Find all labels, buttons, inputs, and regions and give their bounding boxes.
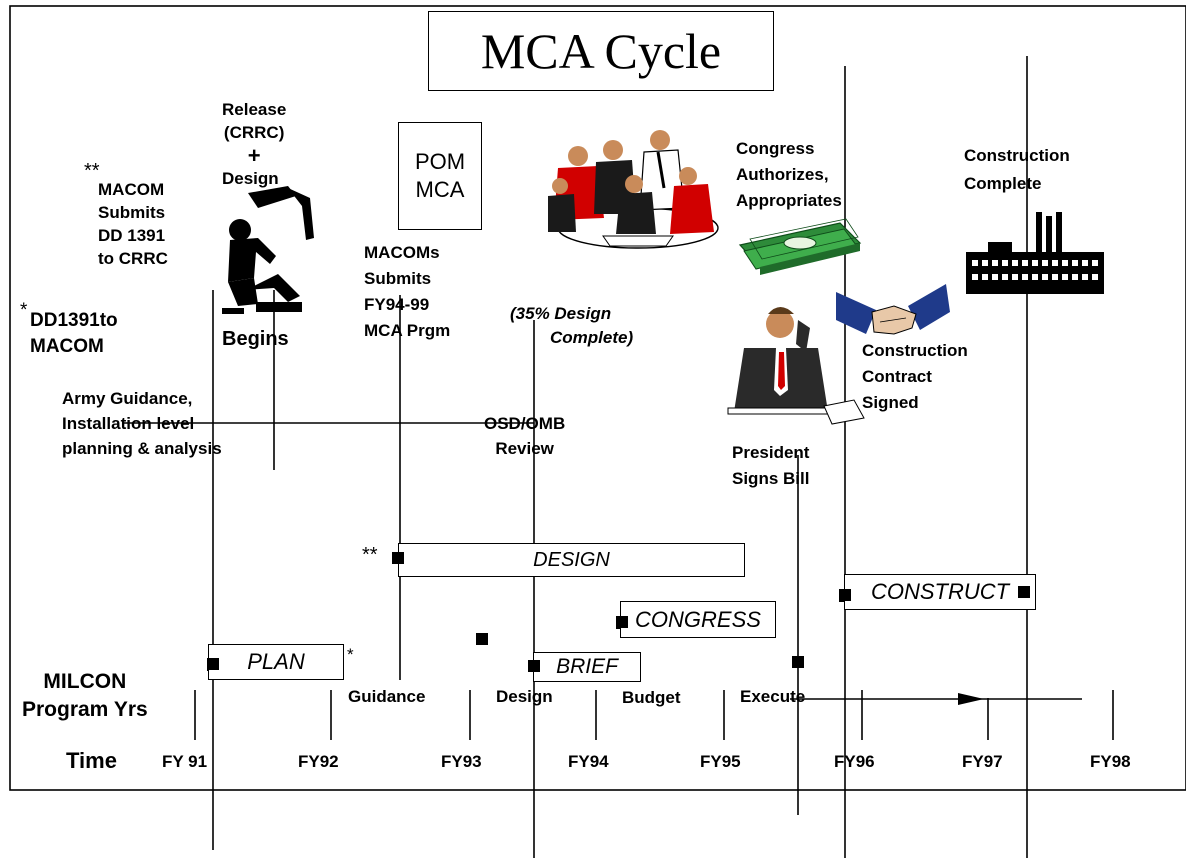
design-complete-label: (35% Design Complete) bbox=[510, 304, 634, 347]
drafter-icon bbox=[222, 186, 314, 314]
brief-phase-box: BRIEF bbox=[533, 652, 641, 682]
stage-design: Design bbox=[496, 687, 553, 706]
pom-mca-box: POM MCA bbox=[398, 122, 482, 230]
mca-label: MCA bbox=[415, 177, 465, 202]
year-fy92: FY92 bbox=[298, 752, 339, 771]
marker-brief-top bbox=[476, 633, 488, 645]
construction-complete-label: Construction Complete bbox=[964, 146, 1070, 193]
year-fy94: FY94 bbox=[568, 752, 609, 771]
osd-review-label: OSD/OMB Review bbox=[484, 414, 566, 458]
dd1391-marker: * bbox=[20, 300, 28, 321]
design-phase-marker: ** bbox=[362, 544, 378, 566]
macom-marker: ** bbox=[84, 160, 100, 182]
marker-execute bbox=[792, 656, 804, 668]
macoms-submits-label: MACOMs Submits FY94-99 MCA Prgm bbox=[364, 243, 451, 340]
begins-label: Begins bbox=[222, 328, 289, 350]
construction-contract-label: Construction Contract Signed bbox=[862, 341, 968, 412]
dd1391-label: DD1391to MACOM bbox=[30, 310, 118, 357]
year-fy97: FY97 bbox=[962, 752, 1003, 771]
construct-phase-box: CONSTRUCT bbox=[844, 574, 1036, 610]
congress-phase-box: CONGRESS bbox=[620, 601, 776, 638]
meeting-icon bbox=[548, 130, 719, 249]
year-fy96: FY96 bbox=[834, 752, 875, 771]
design-phase-box: DESIGN bbox=[398, 543, 745, 577]
plan-phase-marker: * bbox=[347, 645, 354, 664]
title-box: MCA Cycle bbox=[428, 11, 774, 91]
president-icon bbox=[727, 307, 865, 425]
year-fy93: FY93 bbox=[441, 752, 482, 771]
stage-execute: Execute bbox=[740, 687, 806, 706]
time-label: Time bbox=[66, 748, 117, 773]
release-design-label: Release (CRRC) + Design bbox=[222, 100, 287, 188]
page-title: MCA Cycle bbox=[480, 23, 722, 79]
handshake-icon bbox=[836, 284, 950, 335]
macom-submits-label: MACOM Submits DD 1391 to CRRC bbox=[98, 180, 168, 268]
frame bbox=[9, 5, 1186, 791]
year-fy91: FY 91 bbox=[162, 752, 208, 771]
president-label: President Signs Bill bbox=[732, 443, 810, 488]
year-fy95: FY95 bbox=[700, 752, 741, 771]
army-guidance-label: Army Guidance, Installation level planni… bbox=[62, 389, 222, 458]
stage-budget: Budget bbox=[622, 688, 681, 707]
stage-guidance: Guidance bbox=[348, 687, 426, 706]
execute-arrowhead bbox=[958, 693, 984, 705]
pom-label: POM bbox=[414, 149, 466, 174]
congress-label: Congress Authorizes, Appropriates bbox=[736, 139, 842, 210]
year-fy98: FY98 bbox=[1090, 752, 1131, 771]
milcon-label: MILCON Program Yrs bbox=[22, 670, 148, 721]
money-icon bbox=[738, 218, 862, 275]
factory-icon bbox=[966, 212, 1104, 294]
plan-phase-box: PLAN bbox=[208, 644, 344, 680]
